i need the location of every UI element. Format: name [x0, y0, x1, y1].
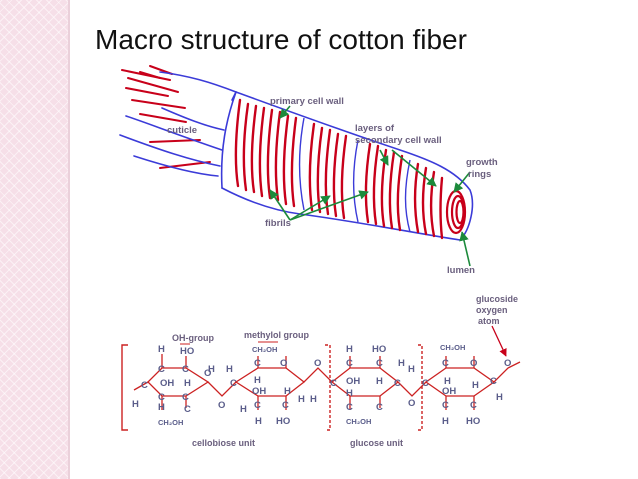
svg-text:OH: OH [442, 386, 456, 397]
svg-text:H: H [376, 376, 383, 387]
svg-text:OH: OH [346, 376, 360, 387]
svg-text:C: C [182, 364, 189, 375]
svg-text:H: H [208, 364, 215, 375]
svg-text:H: H [444, 376, 451, 387]
label-cellobiose-unit: cellobiose unit [192, 438, 255, 448]
svg-text:CH₂OH: CH₂OH [158, 418, 183, 427]
svg-text:C: C [376, 358, 383, 369]
svg-text:C: C [442, 358, 449, 369]
atoms-ring-4: CH₂OH C O C H OH H C C C H H HO O [422, 343, 511, 427]
svg-text:H: H [310, 394, 317, 405]
svg-text:CH₂OH: CH₂OH [440, 343, 465, 352]
label-growth-line2: rings [468, 169, 491, 180]
svg-text:H: H [254, 375, 261, 386]
fiber-illustration: primary cell wall cuticle layers of seco… [119, 65, 498, 276]
svg-text:H: H [158, 402, 165, 413]
label-glucoside-line1: glucoside [476, 294, 518, 304]
label-fibrils: fibrils [265, 218, 291, 229]
svg-text:C: C [394, 378, 401, 389]
svg-text:HO: HO [372, 344, 386, 355]
svg-text:C: C [158, 364, 165, 375]
atoms-ring-3: H HO C C C OH H H C C H H C O CH₂OH [330, 344, 415, 426]
svg-text:C: C [184, 404, 191, 415]
svg-text:O: O [218, 400, 225, 411]
svg-text:H: H [132, 399, 139, 410]
label-glucoside-line2: oxygen [476, 305, 508, 315]
svg-text:H: H [184, 378, 191, 389]
svg-text:O: O [470, 358, 477, 369]
growth-rings [445, 189, 467, 235]
svg-text:C: C [490, 376, 497, 387]
svg-text:O: O [504, 358, 511, 369]
svg-text:O: O [204, 368, 211, 379]
svg-text:H: H [158, 344, 165, 355]
svg-text:HO: HO [276, 416, 290, 427]
label-methylol-group: methylol group [244, 330, 310, 340]
decorative-left-strip [0, 0, 70, 479]
svg-text:C: C [330, 378, 337, 389]
svg-text:C: C [346, 358, 353, 369]
svg-text:C: C [230, 378, 237, 389]
svg-text:H: H [255, 416, 262, 427]
frayed-fiber-end [121, 65, 211, 169]
label-cuticle: cuticle [167, 125, 197, 136]
label-glucose-unit: glucose unit [350, 438, 403, 448]
svg-text:C: C [346, 402, 353, 413]
svg-text:C: C [182, 392, 189, 403]
svg-text:HO: HO [466, 416, 480, 427]
label-layers-line1: layers of [355, 123, 395, 134]
svg-text:C: C [422, 378, 429, 389]
svg-text:H: H [346, 388, 353, 399]
label-lumen: lumen [447, 265, 475, 276]
svg-text:H: H [408, 364, 415, 375]
svg-text:H: H [398, 358, 405, 369]
svg-text:O: O [408, 398, 415, 409]
svg-text:H: H [496, 392, 503, 403]
svg-text:H: H [346, 344, 353, 355]
svg-text:H: H [442, 416, 449, 427]
svg-text:C: C [158, 392, 165, 403]
svg-text:C: C [282, 400, 289, 411]
svg-text:C: C [254, 358, 261, 369]
svg-text:H: H [472, 380, 479, 391]
svg-text:OH: OH [252, 386, 266, 397]
svg-text:C: C [470, 400, 477, 411]
svg-text:C: C [442, 400, 449, 411]
svg-text:C: C [254, 400, 261, 411]
label-glucoside-line3: atom [478, 316, 500, 326]
label-growth-line1: growth [466, 157, 498, 168]
svg-text:O: O [314, 358, 321, 369]
svg-text:C: C [376, 402, 383, 413]
svg-text:H: H [298, 394, 305, 405]
label-layers-line2: secondary cell wall [355, 135, 442, 146]
label-oh-group: OH-group [172, 333, 214, 343]
svg-text:HO: HO [180, 346, 194, 357]
cellulose-chain-diagram: OH-group methylol group glucoside oxygen… [121, 294, 521, 448]
label-arrows [269, 105, 471, 267]
label-primary-cell-wall: primary cell wall [270, 96, 344, 107]
svg-text:CH₂OH: CH₂OH [252, 345, 277, 354]
svg-text:C: C [141, 380, 148, 391]
slide-title: Macro structure of cotton fiber [95, 24, 467, 55]
atoms-ring-1: H HO C C C OH H O C C H H C CH₂OH O H H … [132, 344, 237, 427]
svg-text:CH₂OH: CH₂OH [346, 417, 371, 426]
atoms-ring-2: CH₂OH C O H OH H C C H H HO H H O [240, 345, 321, 427]
svg-text:OH: OH [160, 378, 174, 389]
svg-text:O: O [280, 358, 287, 369]
svg-text:H: H [226, 364, 233, 375]
fibrils [234, 98, 444, 240]
fiber-outline [119, 71, 474, 241]
ring-bonds [133, 354, 521, 410]
svg-text:H: H [240, 404, 247, 415]
svg-text:H: H [284, 386, 291, 397]
